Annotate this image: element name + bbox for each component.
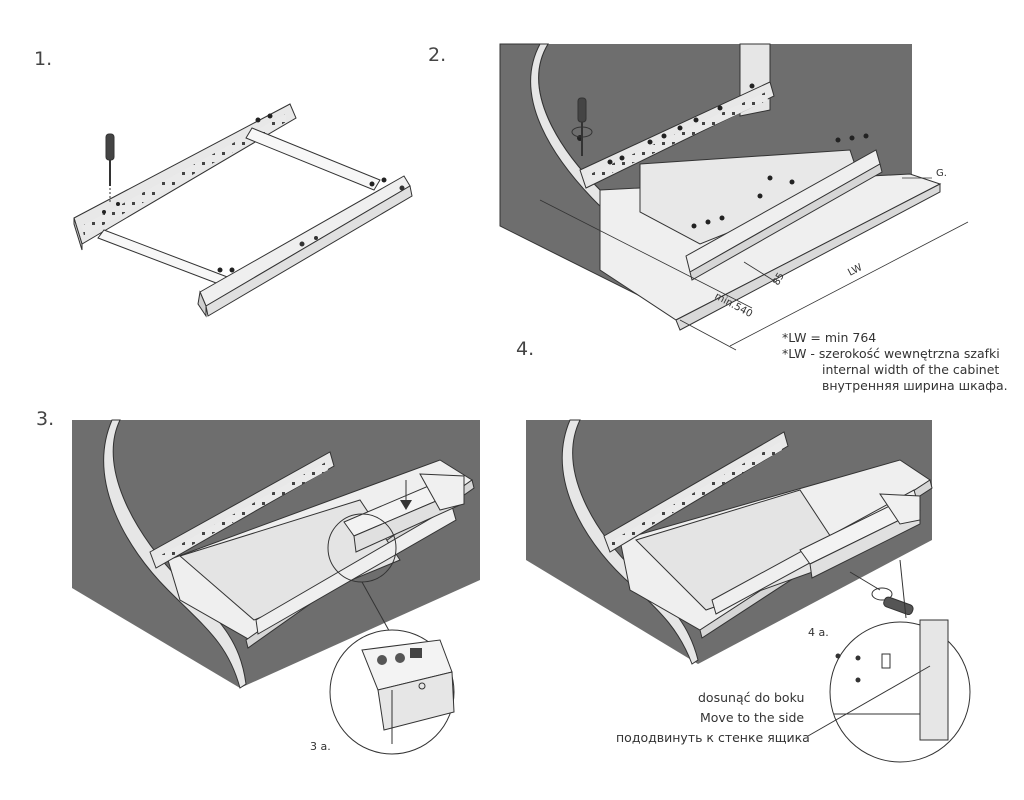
lw-definition-ru: внутренняя ширина шкафа. <box>822 378 1008 393</box>
step1-frame <box>73 103 413 318</box>
lw-definition-en: internal width of the cabinet <box>822 362 1000 377</box>
lw-definition-pl: *LW - szerokość wewnętrzna szafki <box>782 346 1000 361</box>
side-note-ru: пододвинуть к стенке ящика <box>616 730 810 745</box>
screwdriver-icon <box>571 97 593 156</box>
step3-cabinet <box>72 419 480 755</box>
step2-cabinet: G. LW min.540 85 <box>499 43 969 351</box>
detail-label-3a: 3 a. <box>310 740 331 753</box>
screwdriver-icon <box>849 571 914 616</box>
lw-min-note: *LW = min 764 <box>782 330 877 345</box>
side-note-pl: dosunąć do boku <box>698 690 805 705</box>
side-note-en: Move to the side <box>700 710 805 725</box>
step-number-4: 4. <box>516 338 535 360</box>
step-number-3: 3. <box>36 408 55 430</box>
step-number-2: 2. <box>428 44 447 66</box>
detail-label-4a: 4 a. <box>808 626 829 639</box>
dimension-lw: LW <box>846 262 864 279</box>
dimension-g: G. <box>936 168 947 179</box>
step4-cabinet <box>526 419 971 763</box>
step-number-1: 1. <box>34 48 53 70</box>
screwdriver-icon <box>105 133 115 202</box>
